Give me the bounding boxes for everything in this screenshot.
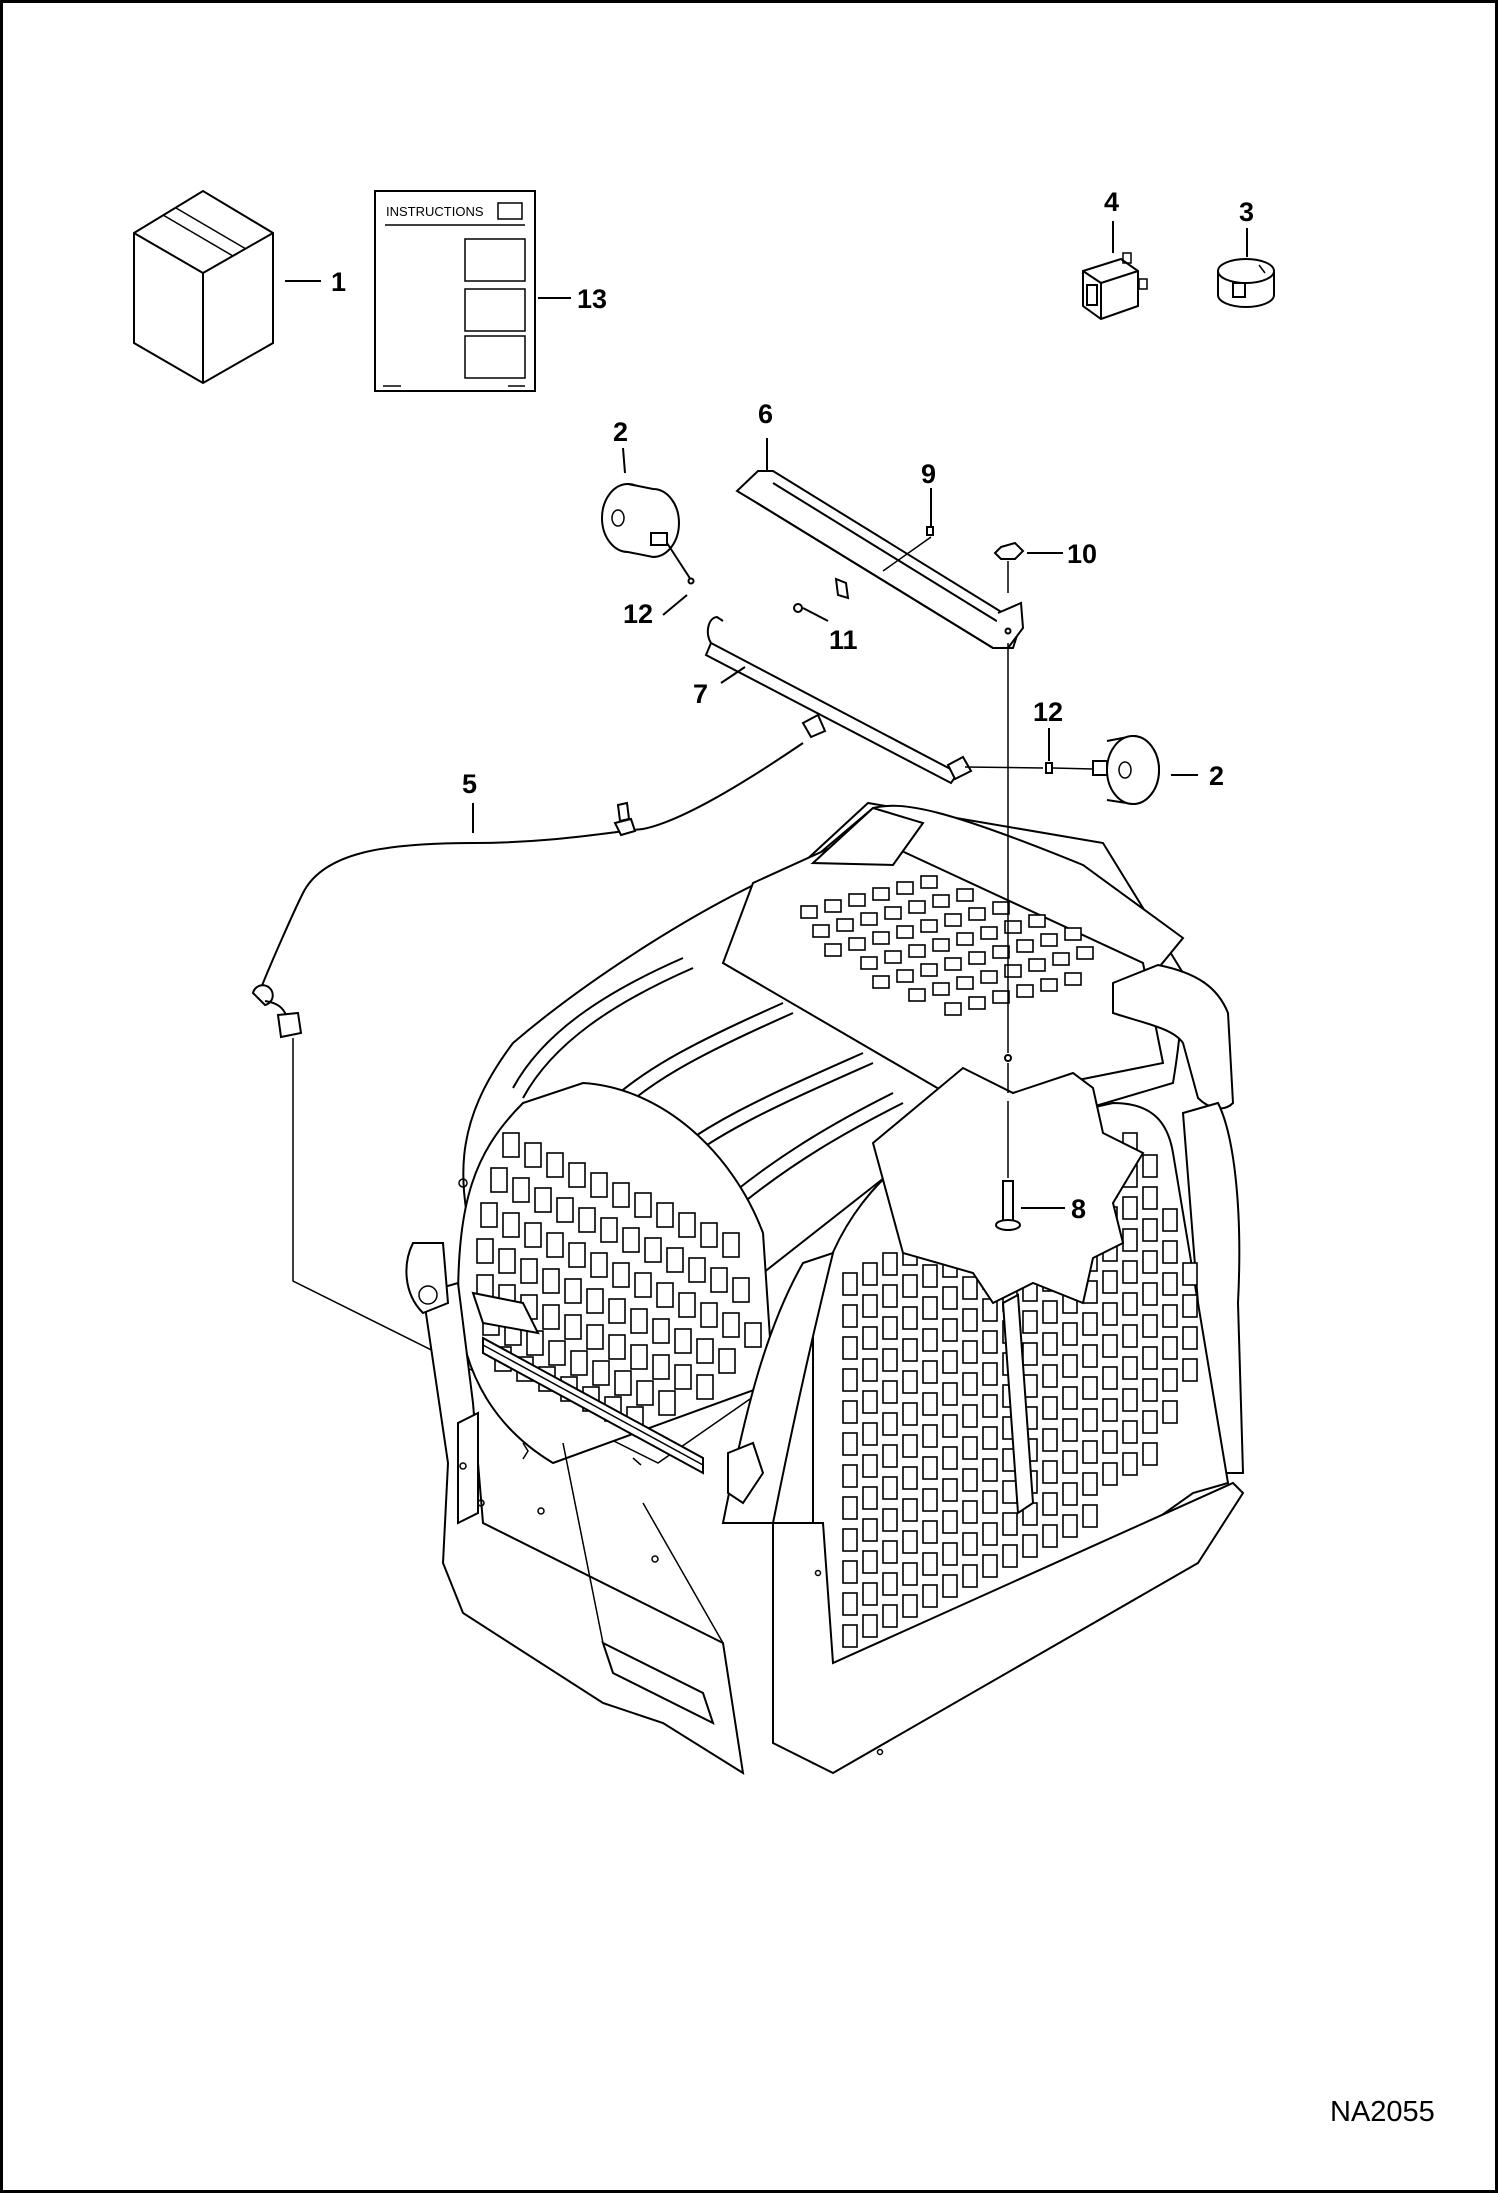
callout-12-left: 12 <box>623 599 653 629</box>
callout-9: 9 <box>921 459 936 489</box>
callout-7: 7 <box>693 679 708 709</box>
callout-12-right: 12 <box>1033 697 1063 727</box>
cab-drawing <box>405 801 1245 1776</box>
leader-line-11 <box>802 607 829 622</box>
callout-2-lower: 2 <box>1209 761 1224 791</box>
bracket-drawing <box>735 470 1025 649</box>
flasher-drawing <box>1217 258 1275 308</box>
alarm-lower-drawing <box>1092 734 1160 806</box>
parts-diagram: INSTRUCTIONS <box>133 187 1435 2128</box>
bolt-drawing <box>995 1180 1021 1231</box>
callout-6: 6 <box>758 399 773 429</box>
switch-drawing <box>1082 252 1148 321</box>
instructions-label: INSTRUCTIONS <box>386 204 484 219</box>
instructions-sheet-drawing: INSTRUCTIONS <box>374 190 536 392</box>
callout-11: 11 <box>829 625 858 655</box>
leader-line-7 <box>720 666 746 684</box>
callout-5: 5 <box>462 769 477 799</box>
harness-drawing <box>251 742 804 1039</box>
callout-4: 4 <box>1104 187 1119 217</box>
leader-line-12-left <box>662 594 688 616</box>
wire-bar-drawing <box>704 615 973 785</box>
callout-1: 1 <box>331 267 346 297</box>
callout-3: 3 <box>1239 197 1254 227</box>
callout-10: 10 <box>1067 539 1097 569</box>
kit-box-drawing <box>133 189 274 385</box>
leader-line-2-upper <box>622 447 626 474</box>
alarm-upper-drawing <box>601 483 680 559</box>
callout-13: 13 <box>577 284 607 314</box>
figure-reference-code: NA2055 <box>1330 2096 1435 2128</box>
callout-2-upper: 2 <box>613 417 628 447</box>
callout-8: 8 <box>1071 1194 1086 1224</box>
